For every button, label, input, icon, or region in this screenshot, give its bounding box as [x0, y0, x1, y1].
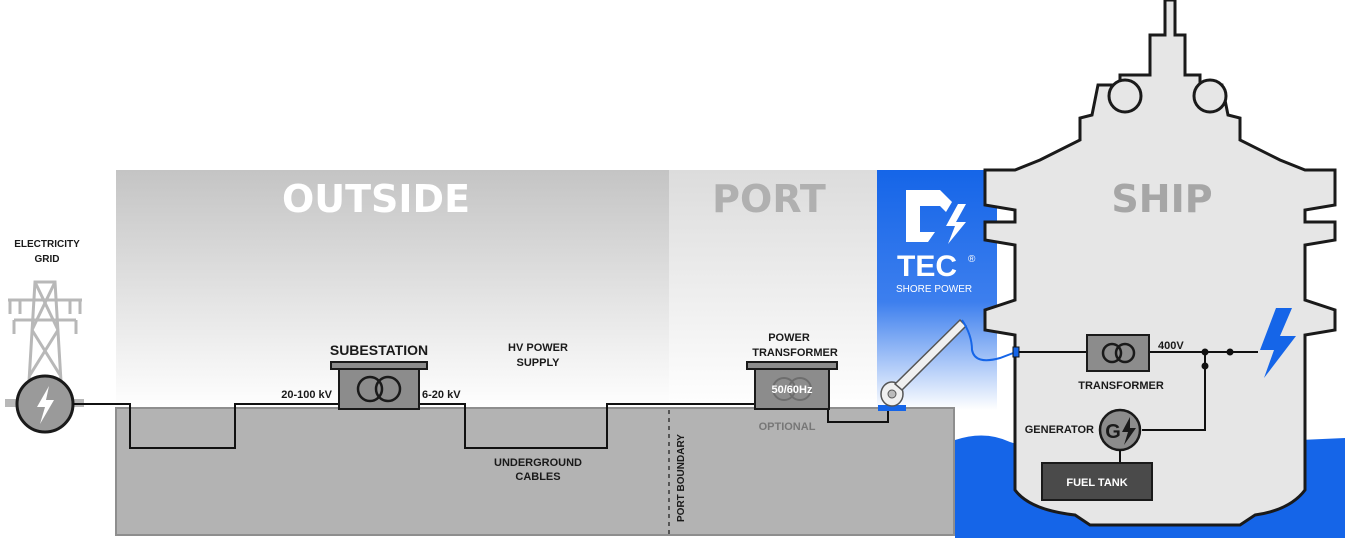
tec-zone	[877, 170, 997, 410]
voltage-in-label: 20-100 kV	[281, 389, 332, 401]
power-transformer-roof	[746, 361, 838, 370]
tec-tagline: SHORE POWER	[896, 284, 972, 295]
power-transformer-box	[754, 368, 830, 410]
power-transformer-label-2: TRANSFORMER	[752, 347, 838, 359]
ship-transformer-coil-left	[1101, 342, 1123, 364]
electricity-grid-label: ELECTRICITY	[14, 239, 80, 250]
ship-zone-title: SHIP	[1111, 177, 1212, 221]
generator-feed-line	[1142, 352, 1206, 431]
ship-transformer-coil-right	[1114, 342, 1136, 364]
ship-power-bolt-icon	[1260, 308, 1296, 378]
substation-roof	[330, 361, 428, 370]
optional-label: OPTIONAL	[759, 421, 816, 433]
ship-transformer-label: TRANSFORMER	[1078, 380, 1164, 392]
shore-crane-icon	[878, 318, 1017, 411]
fuel-tank	[1041, 462, 1153, 501]
power-transformer-label: POWER	[768, 332, 810, 344]
power-transformer-coil-left	[772, 377, 796, 401]
tec-registered-mark: ®	[968, 254, 976, 265]
frequency-label: 50/60Hz	[772, 384, 813, 396]
ship-connection-point	[1012, 346, 1020, 358]
ground	[115, 407, 955, 536]
substation-label: SUBESTATION	[330, 342, 428, 358]
generator-symbol: G	[1105, 421, 1121, 443]
generator-bolt-icon	[1122, 417, 1136, 445]
ship-voltage-label: 400V	[1158, 340, 1184, 352]
substation-coil-left	[356, 375, 384, 403]
ship-transformer-box	[1086, 334, 1150, 372]
hv-supply-label: HV POWER	[508, 342, 568, 354]
cable-grid-to-substation	[73, 403, 340, 449]
ship-dome-left	[1107, 78, 1143, 114]
tec-logo-mark	[906, 190, 952, 242]
cable-substation-to-transformer	[418, 403, 756, 449]
outside-zone-title: OUTSIDE	[282, 177, 470, 221]
voltage-out-label: 6-20 kV	[422, 389, 461, 401]
bus-node-2	[1226, 348, 1234, 356]
port-zone-title: PORT	[712, 177, 826, 221]
electricity-grid-label-2: GRID	[35, 254, 60, 265]
tec-logo: TEC ® SHORE POWER	[896, 190, 976, 295]
fuel-tank-label: FUEL TANK	[1066, 477, 1127, 489]
hv-supply-label-2: SUPPLY	[516, 357, 560, 369]
tec-logo-text: TEC	[897, 250, 957, 283]
underground-cables-label: UNDERGROUND	[494, 457, 582, 469]
tec-logo-bolt	[946, 204, 966, 244]
power-transformer-coil-right	[788, 377, 812, 401]
underground-cables-label-2: CABLES	[515, 471, 560, 483]
substation-box	[338, 368, 420, 410]
generator-label: GENERATOR	[1025, 424, 1094, 436]
grid-bolt-icon	[37, 386, 54, 424]
cable-transformer-to-crane	[827, 404, 889, 423]
port-boundary-label: PORT BOUNDARY	[676, 434, 687, 522]
substation-coil-right	[374, 375, 402, 403]
ship-dome-right	[1192, 78, 1228, 114]
ship-hull	[983, 0, 1337, 527]
